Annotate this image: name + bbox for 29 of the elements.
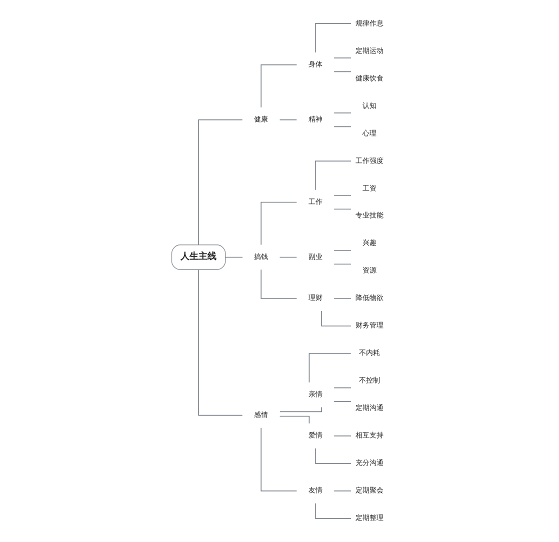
connector bbox=[314, 160, 351, 190]
connector bbox=[333, 71, 351, 72]
connector bbox=[333, 298, 351, 299]
connector bbox=[333, 250, 351, 251]
connector bbox=[314, 23, 351, 53]
connector bbox=[333, 387, 351, 388]
connector bbox=[278, 416, 310, 424]
connector bbox=[260, 202, 297, 246]
connector bbox=[314, 448, 351, 464]
node-box: 人生主线 bbox=[170, 244, 226, 270]
connector bbox=[278, 119, 297, 120]
connector bbox=[198, 119, 242, 246]
connector bbox=[320, 310, 351, 326]
connector bbox=[279, 406, 322, 412]
connector bbox=[198, 269, 242, 416]
connector bbox=[333, 126, 351, 128]
connector bbox=[333, 401, 351, 402]
connector bbox=[333, 490, 351, 492]
connector bbox=[260, 427, 297, 492]
connector bbox=[260, 269, 297, 299]
connector bbox=[333, 194, 351, 196]
connector bbox=[333, 208, 351, 210]
connector bbox=[333, 264, 351, 265]
connector bbox=[314, 502, 351, 519]
connector bbox=[224, 256, 242, 258]
connector bbox=[308, 353, 351, 383]
connector bbox=[333, 112, 351, 114]
connector bbox=[260, 64, 297, 108]
connector bbox=[278, 256, 297, 258]
